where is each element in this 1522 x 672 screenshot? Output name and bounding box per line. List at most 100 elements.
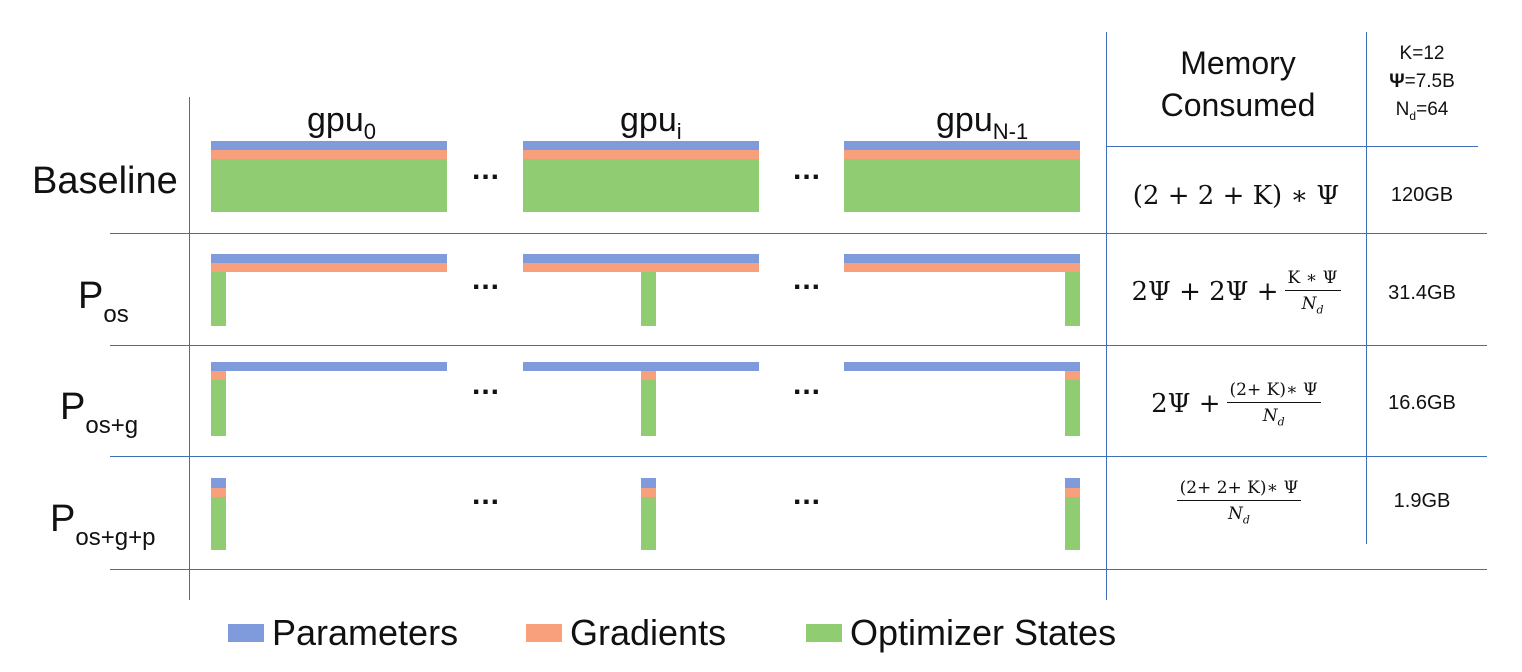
parameters-slice	[211, 478, 226, 488]
gradients-slice	[641, 488, 656, 497]
legend-gradients: Gradients	[526, 612, 726, 654]
parameters-bar	[844, 254, 1080, 263]
optimizer-states-bar	[844, 159, 1080, 212]
fraction-denominator: Nd	[1228, 501, 1250, 526]
legend-label-optimizer: Optimizer States	[850, 612, 1117, 653]
memory-header-line2: Consumed	[1160, 87, 1316, 123]
formula-fraction: (2+ 2+ K)∗ Ψ Nd	[1176, 478, 1302, 526]
grid-line-row3	[110, 456, 1487, 457]
gradients-bar	[211, 263, 447, 272]
ellipsis: ...	[472, 368, 501, 401]
optimizer-states-slice	[641, 272, 656, 326]
gradients-slice	[211, 488, 226, 497]
gpu-i-header: gpui	[620, 100, 682, 152]
optimizer-states-slice	[211, 272, 226, 326]
gpu-n-subscript: N-1	[992, 119, 1029, 144]
ellipsis: ...	[472, 263, 501, 296]
gradients-bar	[523, 150, 759, 159]
legend-label-gradients: Gradients	[570, 612, 727, 653]
fraction-numerator: (2+ 2+ K)∗ Ψ	[1176, 478, 1302, 501]
gradients-bar	[523, 263, 759, 272]
gradients-bar	[844, 150, 1080, 159]
gpu-n-header: gpuN-1	[936, 100, 1028, 152]
row-label-subscript: os+g	[85, 412, 139, 439]
k-value: K=12	[1399, 43, 1445, 64]
row-label-text: P	[50, 498, 76, 540]
denominator-base: N	[1262, 405, 1278, 426]
ellipsis: ...	[793, 153, 822, 186]
gradients-bar	[211, 150, 447, 159]
row-label-text: P	[60, 386, 86, 428]
formula-baseline: (2 + 2 + K) ∗ Ψ	[1110, 176, 1362, 216]
psi-value-line: Ψ=7.5B	[1367, 68, 1477, 96]
parameters-slice	[641, 478, 656, 488]
gpu-base-label: gpu	[936, 101, 993, 139]
row-label-baseline: Baseline	[32, 160, 178, 203]
memory-value-posg: 16.6GB	[1388, 392, 1456, 414]
psi-symbol: Ψ	[1389, 71, 1405, 92]
memory-consumed-header: Memory Consumed	[1110, 42, 1366, 126]
formula-text: (2 + 2 + K) ∗ Ψ	[1132, 181, 1340, 211]
denominator-subscript: d	[1242, 513, 1250, 527]
legend-swatch-optimizer	[806, 624, 842, 642]
legend-label-parameters: Parameters	[272, 612, 459, 653]
ellipsis: ...	[472, 153, 501, 186]
row-label-text: P	[78, 275, 104, 317]
row-label-posg: Pos+g	[60, 386, 138, 440]
denominator-base: N	[1301, 293, 1317, 314]
row-label-subscript: os	[103, 301, 129, 328]
gradients-slice	[1065, 488, 1080, 497]
memory-header-line1: Memory	[1180, 45, 1296, 81]
gradients-slice	[211, 371, 226, 380]
parameter-values-header: K=12 Ψ=7.5B Nd=64	[1367, 40, 1477, 130]
gpu-0-header: gpu0	[307, 100, 376, 152]
parameters-bar	[211, 362, 447, 371]
parameters-slice	[1065, 478, 1080, 488]
memory-value-baseline: 120GB	[1390, 184, 1454, 206]
optimizer-states-slice	[641, 497, 656, 550]
parameters-bar	[523, 254, 759, 263]
parameters-bar	[844, 141, 1080, 150]
optimizer-states-slice	[641, 380, 656, 436]
nd-value: =64	[1416, 99, 1449, 120]
optimizer-states-slice	[211, 380, 226, 436]
row-label-subscript: os+g+p	[75, 524, 156, 551]
formula-pos: 2Ψ + 2Ψ + K ∗ Ψ Nd	[1110, 262, 1362, 322]
row-label-posgp: Pos+g+p	[50, 498, 155, 552]
parameters-bar	[211, 254, 447, 263]
grid-line-left	[189, 97, 190, 600]
grid-line-right	[1366, 32, 1367, 544]
gpu-base-label: gpu	[307, 101, 364, 139]
formula-prefix: 2Ψ + 2Ψ +	[1131, 277, 1279, 307]
denominator-subscript: d	[1316, 303, 1324, 317]
formula-fraction: K ∗ Ψ Nd	[1284, 268, 1341, 316]
fraction-denominator: Nd	[1263, 403, 1285, 428]
optimizer-states-bar	[523, 159, 759, 212]
gradients-slice	[1065, 371, 1080, 380]
denominator-subscript: d	[1277, 415, 1285, 429]
gpu-base-label: gpu	[620, 101, 677, 139]
legend-swatch-gradients	[526, 624, 562, 642]
psi-value: =7.5B	[1404, 71, 1455, 92]
gpu-i-subscript: i	[676, 119, 682, 144]
formula-posg: 2Ψ + (2+ K)∗ Ψ Nd	[1110, 374, 1362, 434]
nd-base: N	[1395, 99, 1410, 120]
ellipsis: ...	[793, 478, 822, 511]
parameters-bar	[211, 141, 447, 150]
parameters-bar	[523, 141, 759, 150]
legend-parameters: Parameters	[228, 612, 458, 654]
grid-line-row1	[110, 233, 1487, 234]
denominator-base: N	[1228, 503, 1243, 524]
optimizer-states-bar	[211, 159, 447, 212]
row-label-text: Baseline	[32, 160, 178, 202]
fraction-denominator: Nd	[1302, 291, 1324, 316]
fraction-numerator: (2+ K)∗ Ψ	[1226, 380, 1321, 403]
memory-value-pos: 31.4GB	[1388, 282, 1456, 304]
grid-line-row4	[110, 569, 1487, 570]
formula-fraction: (2+ K)∗ Ψ Nd	[1226, 380, 1321, 428]
gradients-bar	[844, 263, 1080, 272]
grid-line-row2	[110, 345, 1487, 346]
memory-value-posgp: 1.9GB	[1393, 490, 1451, 512]
optimizer-states-slice	[1065, 497, 1080, 550]
gradients-slice	[641, 371, 656, 380]
